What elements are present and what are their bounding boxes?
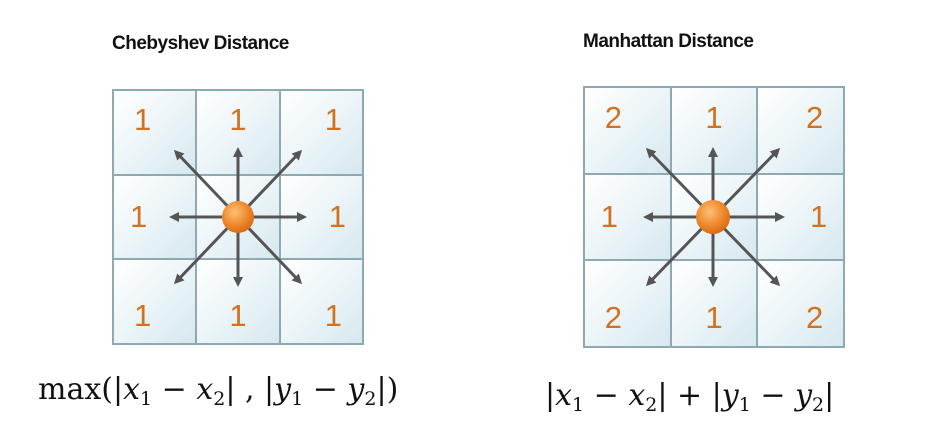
cell-value: 1 [705,100,723,136]
subscript: 1 [572,394,585,416]
center-point [696,200,730,234]
subscript: 2 [364,388,377,410]
grid-cell: 2 [757,87,844,174]
center-point [222,201,254,233]
manhattan-title: Manhattan Distance [583,31,754,52]
cell-value: 2 [806,100,824,136]
cell-value: 1 [229,297,247,333]
cell-value: 1 [324,297,342,333]
subscript: 1 [140,388,153,410]
cell-value: 1 [134,102,152,138]
var-y: y [795,378,813,413]
chebyshev-title: Chebyshev Distance [112,33,289,54]
manhattan-formula: |x1 − x2| + |y1 − y2| [545,378,835,416]
var-x: x [555,378,573,413]
var-x: x [123,372,140,407]
var-y: y [347,372,365,407]
cell-value: 1 [600,198,618,234]
subscript: 1 [738,394,751,416]
subscript: 2 [645,394,658,416]
cell-value: 2 [604,299,622,335]
cell-value: 1 [324,102,342,138]
subscript: 1 [291,388,304,410]
grid-cell: 1 [196,90,280,175]
var-y: y [721,378,739,413]
cell-value: 1 [134,297,152,333]
max-operator: max [38,372,102,407]
chebyshev-formula: max(|x1 − x2| , |y1 − y2|) [38,372,399,410]
var-x: x [196,372,214,407]
var-x: x [628,378,646,413]
grid-cell: 2 [584,87,671,174]
cell-value: 1 [810,198,828,234]
cell-value: 2 [604,100,622,136]
var-y: y [274,372,292,407]
chebyshev-grid: 1 1 1 1 1 1 1 1 [112,89,364,345]
cell-value: 1 [229,102,247,138]
subscript: 2 [213,388,226,410]
cell-value: 2 [806,299,824,335]
grid-cell: 1 [279,174,363,260]
cell-value: 1 [705,299,723,335]
grid-cell: 1 [670,260,758,347]
grid-cell: 2 [757,260,844,347]
subscript: 2 [812,394,825,416]
cell-value: 1 [130,198,148,234]
cell-value: 1 [328,198,346,234]
